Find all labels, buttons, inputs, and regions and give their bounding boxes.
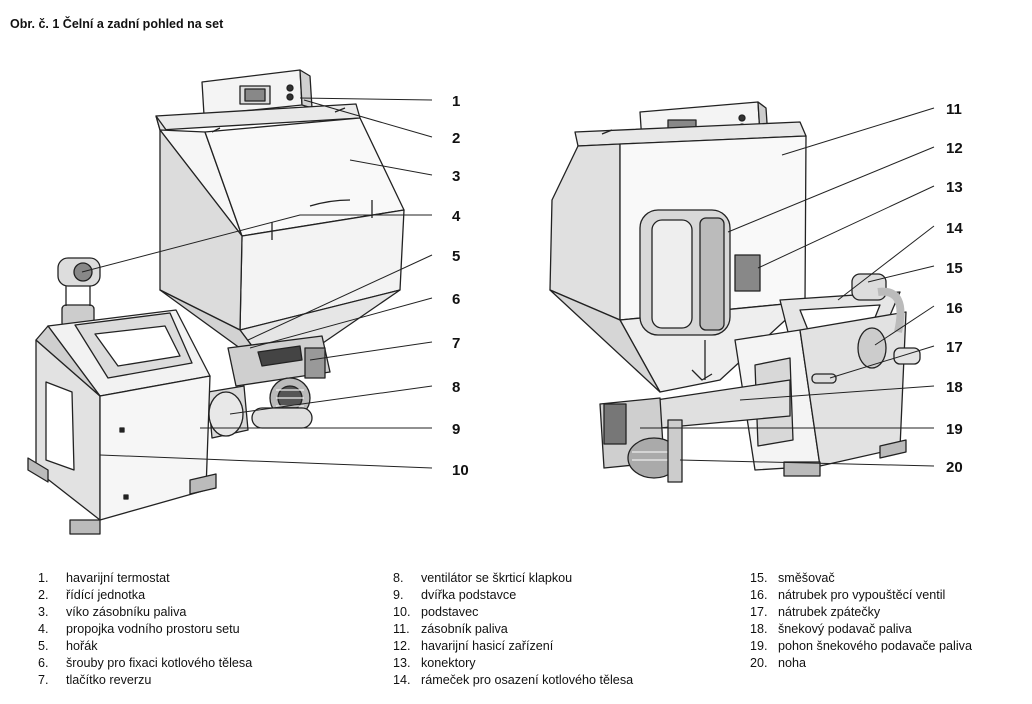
legend-item: 18. šnekový podavač paliva [750,621,972,638]
burner-assembly-front [207,335,331,439]
legend-text: havarijní termostat [66,571,170,585]
legend-text: zásobník paliva [421,622,508,636]
legend-number: 14. [393,673,411,687]
callout-4: 4 [452,208,461,225]
legend-number: 15. [750,571,768,585]
callout-3: 3 [452,168,460,185]
legend-number: 19. [750,639,768,653]
callout-14: 14 [946,220,963,237]
legend-number: 16. [750,588,768,602]
legend-item: 13. konektory [393,655,633,672]
callout-numbers-left: 1 2 3 4 5 6 7 8 9 10 [452,93,469,479]
callout-19: 19 [946,421,963,438]
legend-item: 3. víko zásobníku paliva [38,604,252,621]
front-view [27,69,405,535]
legend-item: 9. dvířka podstavce [393,587,633,604]
legend-number: 2. [38,588,49,602]
legend-text: noha [778,656,807,670]
legend-column-2: 8. ventilátor se škrticí klapkou 9. dvířka… [393,570,633,689]
auger-drive-rear [599,369,791,483]
legend-item: 19. pohon šnekového podavače paliva [750,638,972,655]
callout-5: 5 [452,248,460,265]
legend-item: 11. zásobník paliva [393,621,633,638]
callout-20: 20 [946,459,963,476]
legend-text: nátrubek zpátečky [778,605,881,619]
legend-number: 18. [750,622,768,636]
legend-item: 1. havarijní termostat [38,570,252,587]
legend-text: řídící jednotka [66,588,146,602]
callout-9: 9 [452,421,460,438]
legend-number: 20. [750,656,768,670]
legend-number: 9. [393,588,404,602]
legend-number: 12. [393,639,411,653]
legend-text: nátrubek pro vypouštěcí ventil [778,588,946,602]
callout-6: 6 [452,291,460,308]
legend-number: 8. [393,571,404,585]
legend-column-1: 1.havarijní termostat 2.řídící jednotka … [38,570,252,689]
legend-text: dvířka podstavce [421,588,517,602]
callout-11: 11 [946,101,962,118]
legend-item: 16. nátrubek pro vypouštěcí ventil [750,587,972,604]
legend-number: 5. [38,639,49,653]
legend-text: rámeček pro osazení kotlového tělesa [421,673,634,687]
legend-number: 11. [393,622,410,636]
callout-15: 15 [946,260,963,277]
legend-item: 2. řídící jednotka [38,587,252,604]
legend-number: 1. [38,571,49,585]
leaders-left [81,97,433,469]
legend-number: 17. [750,605,768,619]
callout-numbers-right: 11 12 13 14 15 16 17 18 19 20 [946,101,963,476]
legend-item: 7. tlačítko reverzu [38,672,252,689]
assembly-drawing: 1 2 3 4 5 6 7 8 9 10 11 12 13 14 15 16 1… [27,69,963,535]
legend-item: 20. noha [750,655,972,672]
rear-view [549,101,921,483]
callout-10: 10 [452,462,469,479]
legend-number: 4. [38,622,49,636]
legend-item: 10. podstavec [393,604,633,621]
hopper-front [155,103,405,371]
legend-text: podstavec [421,605,479,619]
legend-number: 3. [38,605,49,619]
legend-text: tlačítko reverzu [66,673,152,687]
legend-number: 13. [393,656,411,670]
legend-item: 14. rámeček pro osazení kotlového tělesa [393,672,633,689]
legend-item: 4. propojka vodního prostoru setu [38,621,252,638]
legend-text: konektory [421,656,476,670]
callout-18: 18 [946,379,963,396]
legend-number: 6. [38,656,49,670]
callout-12: 12 [946,140,963,157]
legend-text: hořák [66,639,98,653]
legend-item: 6. šrouby pro fixaci kotlového tělesa [38,655,252,672]
callout-8: 8 [452,379,460,396]
callout-2: 2 [452,130,460,147]
base-front [27,309,217,535]
figure-title: Obr. č. 1 Čelní a zadní pohled na set [10,17,224,31]
callout-17: 17 [946,339,963,356]
leaders-right [640,107,935,467]
legend-text: propojka vodního prostoru setu [66,622,240,636]
legend-item: 17. nátrubek zpátečky [750,604,972,621]
callout-13: 13 [946,179,963,196]
callout-7: 7 [452,335,460,352]
fire-extinguisher-rear [639,209,761,380]
legend-item: 15. směšovač [750,570,972,587]
legend-text: šnekový podavač paliva [778,622,912,636]
legend-text: havarijní hasicí zařízení [421,639,554,653]
legend-item: 5. hořák [38,638,252,655]
legend-number: 10. [393,605,411,619]
callout-1: 1 [452,93,460,110]
thermostat-front [57,257,101,328]
legend-number: 7. [38,673,49,687]
legend-item: 8. ventilátor se škrticí klapkou [393,570,633,587]
legend-text: šrouby pro fixaci kotlového tělesa [66,656,253,670]
legend-text: směšovač [778,571,835,585]
legend-column-3: 15. směšovač 16. nátrubek pro vypouštěcí v… [750,570,972,672]
legend-item: 12. havarijní hasicí zařízení [393,638,633,655]
callout-16: 16 [946,300,963,317]
legend-text: pohon šnekového podavače paliva [778,639,972,653]
legend-text: ventilátor se škrticí klapkou [421,571,573,585]
legend-text: víko zásobníku paliva [66,605,187,619]
